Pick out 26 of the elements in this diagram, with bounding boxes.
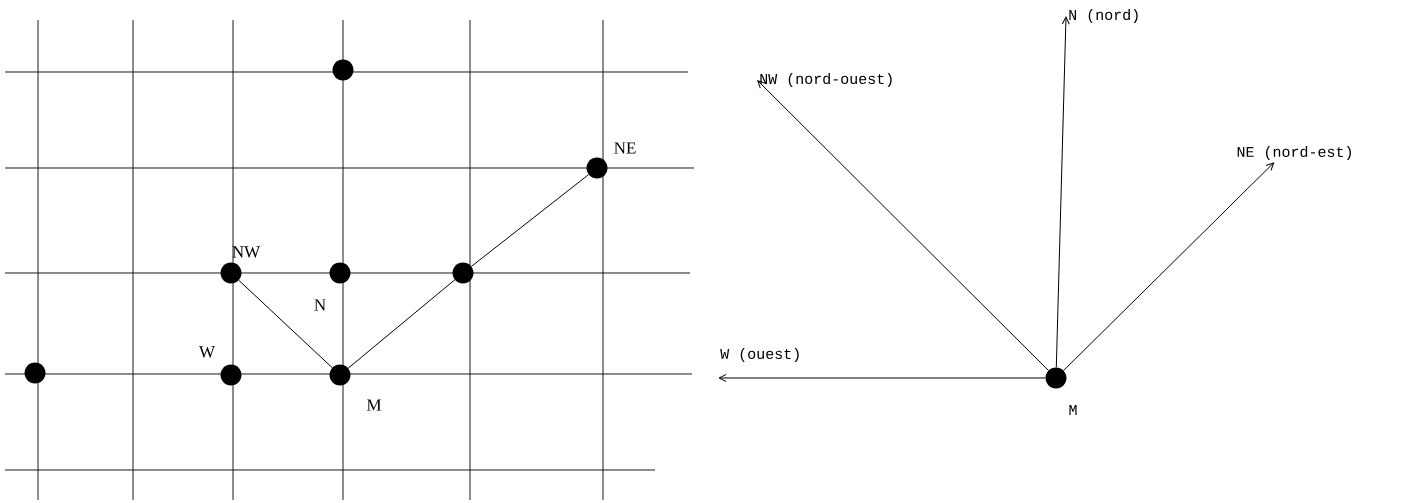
point-dot [329, 262, 351, 284]
point-dot [329, 364, 351, 386]
point-label: M [1069, 405, 1077, 415]
point-dot [452, 262, 474, 284]
point-dot [220, 364, 242, 386]
arrow [718, 374, 1046, 382]
connector-line [238, 279, 333, 369]
point-dot [1045, 367, 1067, 389]
point-dot [24, 362, 46, 384]
direction-label: NW (nord-ouest) [760, 73, 892, 87]
arrow [757, 80, 1049, 371]
point-label: NW [232, 246, 261, 258]
connector-line [347, 279, 456, 369]
arrow [1055, 16, 1070, 368]
arrow [1063, 162, 1275, 371]
direction-label: NE (nord-est) [1237, 146, 1351, 160]
connector-line [470, 174, 590, 267]
point-dot [332, 59, 354, 81]
point-label: NE [614, 142, 636, 154]
point-label: N [314, 299, 326, 311]
direction-label: W (ouest) [720, 348, 799, 362]
point-dot [220, 262, 242, 284]
direction-label: N (nord) [1069, 9, 1138, 23]
point-dot [586, 157, 608, 179]
point-label: W [199, 346, 215, 358]
point-label: M [366, 399, 382, 411]
